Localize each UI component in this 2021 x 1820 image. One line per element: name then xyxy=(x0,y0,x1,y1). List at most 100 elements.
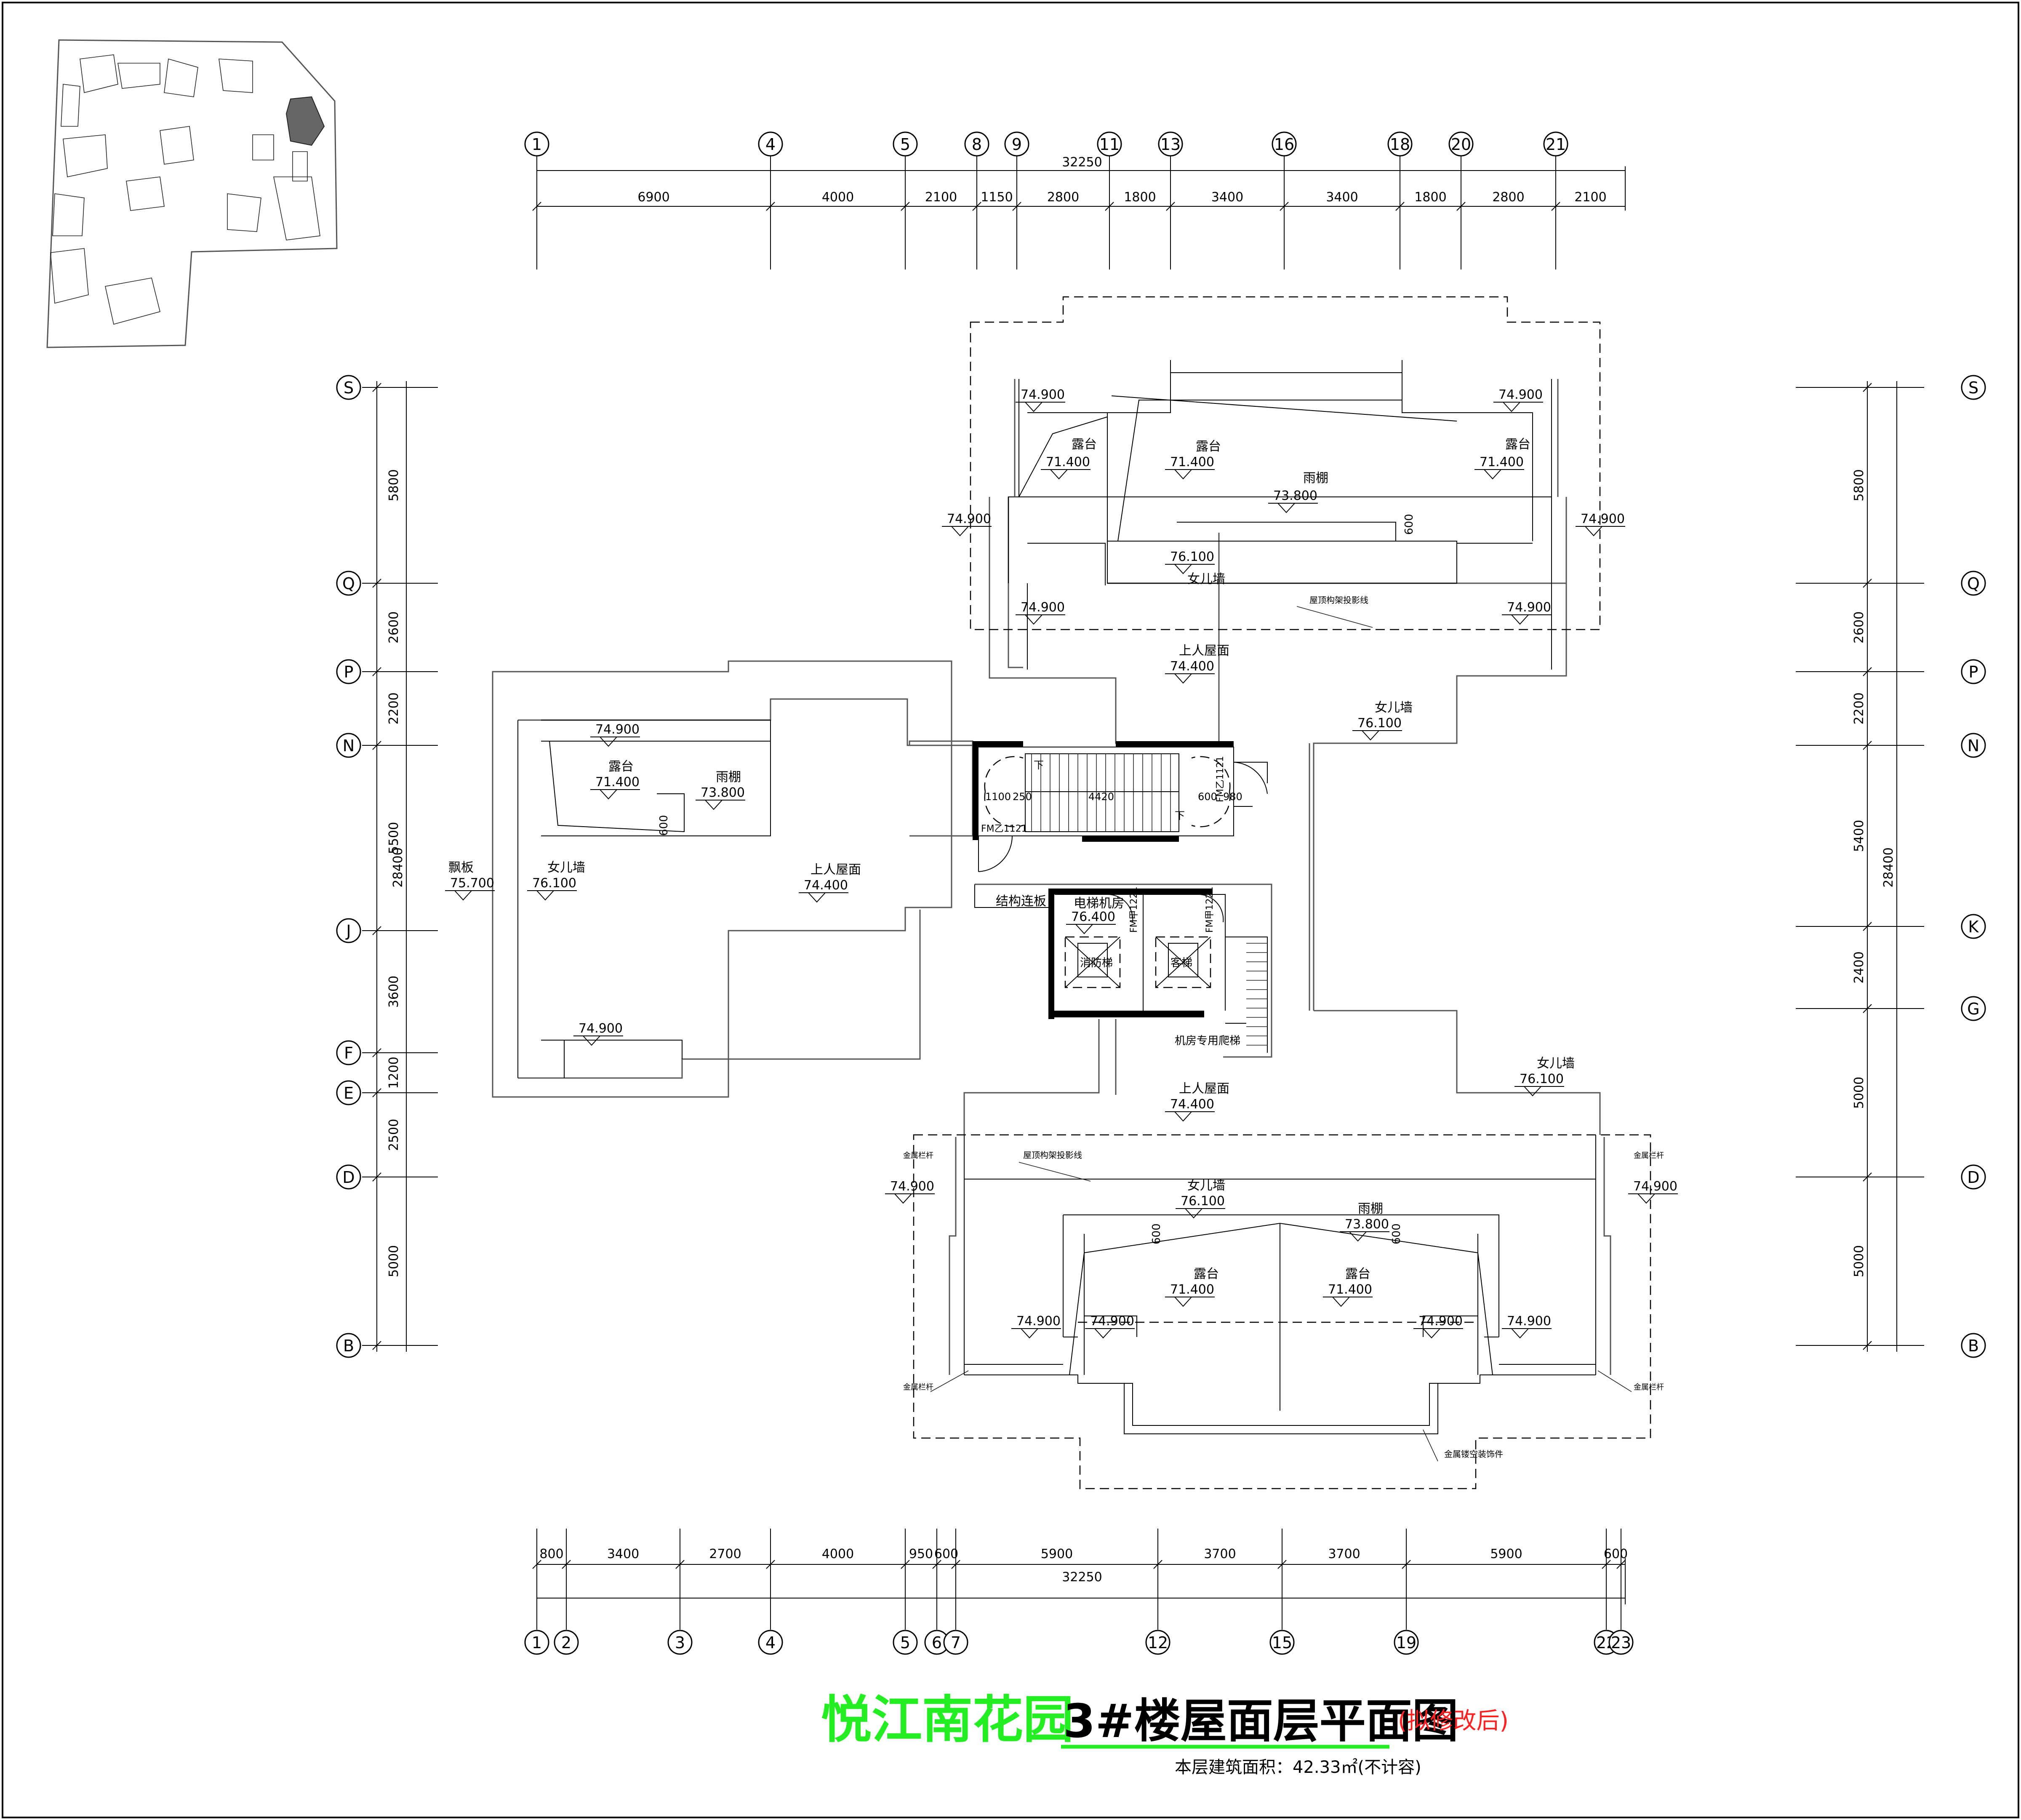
elev-terrace-top-right: 71.400 xyxy=(1474,455,1524,480)
label-deform-top: 屋顶构架投影线 xyxy=(1309,595,1368,605)
top-axis-11: 11 xyxy=(1097,131,1122,157)
title-block: 悦江南花园 3#楼屋面层平面图 (拟修改后) 本层建筑面积：42.33㎡(不计容… xyxy=(821,1691,1509,1777)
elev-roof-top: 74.400 xyxy=(1165,659,1215,684)
label-parapet-right: 女儿墙 xyxy=(1537,1056,1575,1071)
label-metal-screen: 金属镂空装饰件 xyxy=(1444,1449,1503,1459)
elev-top-right: 74.900 xyxy=(1493,387,1543,412)
bottom-total-dim: 32250 xyxy=(1062,1570,1102,1585)
bottom-dim-3: 4000 xyxy=(822,1547,854,1561)
bottom-dim-2: 2700 xyxy=(709,1547,741,1561)
roof-structure-projection xyxy=(913,296,1651,1489)
bottom-dim-7: 3700 xyxy=(1204,1547,1236,1561)
label-roof-bottom: 上人屋面 xyxy=(1179,1081,1229,1096)
elev-terrace-middle: 71.400 xyxy=(590,775,640,800)
label-down-1: 下 xyxy=(1034,759,1044,771)
door-label-2: FM乙1121 xyxy=(1215,756,1226,802)
label-metal-rail-3: 金属栏杆 xyxy=(903,1383,933,1392)
bottom-axis-3-2-label: 3 xyxy=(675,1633,685,1652)
bottom-axis-2-1-label: 2 xyxy=(561,1633,571,1652)
elev-roof-bottom-value: 74.400 xyxy=(1170,1097,1214,1112)
elev-middle-bottom: 74.900 xyxy=(573,1021,623,1046)
right-dim-2: 2200 xyxy=(1852,692,1866,724)
left-axis-E: E xyxy=(336,1080,361,1105)
elev-terrace-bottom-left: 71.400 xyxy=(1165,1282,1215,1307)
elev-parapet-top: 76.100 xyxy=(1165,550,1215,574)
right-total-dim: 28400 xyxy=(1881,847,1896,887)
elev-top-far-left-value: 74.900 xyxy=(947,512,991,526)
top-axis-20: 20 xyxy=(1448,131,1474,157)
left-axis-P: P xyxy=(336,659,361,684)
elev-top-lower-right-value: 74.900 xyxy=(1507,600,1551,615)
bottom-axis-5-4: 5 xyxy=(893,1630,918,1655)
elev-parapet-left-value: 76.100 xyxy=(532,876,576,891)
bottom-axis-15-8-label: 15 xyxy=(1272,1633,1292,1652)
bottom-axis-15-8: 15 xyxy=(1269,1630,1295,1655)
elev-top-lower-left-value: 74.900 xyxy=(1021,600,1065,615)
left-axis-Q-label: Q xyxy=(342,574,355,593)
elev-top-lower-right: 74.900 xyxy=(1502,600,1552,625)
bottom-axis-3-2: 3 xyxy=(667,1630,693,1655)
top-axis-21: 21 xyxy=(1543,131,1568,157)
bottom-axis-1-0-label: 1 xyxy=(532,1633,542,1652)
bottom-axis-19-9: 19 xyxy=(1394,1630,1419,1655)
label-roof-middle: 上人屋面 xyxy=(811,862,861,877)
top-axis-1: 1 xyxy=(524,131,549,157)
left-axis-S: S xyxy=(336,375,361,400)
elev-bottom-left-2-value: 74.900 xyxy=(1090,1314,1134,1329)
label-terrace-top-mid: 露台 xyxy=(1196,439,1221,454)
elev-canopy-top-value: 73.800 xyxy=(1273,488,1317,503)
elev-top-right-value: 74.900 xyxy=(1498,387,1543,402)
top-dim-3: 1150 xyxy=(981,190,1013,205)
top-axis-16-label: 16 xyxy=(1274,135,1294,154)
elev-parapet-top-value: 76.100 xyxy=(1170,550,1214,564)
label-canopy-bottom: 雨棚 xyxy=(1358,1201,1383,1216)
top-dim-6: 3400 xyxy=(1211,190,1243,205)
label-parapet-mid: 女儿墙 xyxy=(1375,700,1413,715)
label-deform-bottom: 屋顶构架投影线 xyxy=(1023,1150,1082,1160)
elev-terrace-bottom-left-value: 71.400 xyxy=(1170,1282,1214,1297)
top-axis-9: 9 xyxy=(1004,131,1029,157)
bottom-dim-1: 3400 xyxy=(607,1547,639,1561)
elev-roof-middle-value: 74.400 xyxy=(804,878,848,893)
bottom-dim-8: 3700 xyxy=(1328,1547,1360,1561)
top-dim-7: 3400 xyxy=(1326,190,1358,205)
top-axis-5-label: 5 xyxy=(900,135,910,154)
bottom-axis-1-0: 1 xyxy=(524,1630,549,1655)
left-axis-D: D xyxy=(336,1164,361,1190)
right-axis-D-label: D xyxy=(1967,1168,1979,1187)
elev-bottom-right-2-value: 74.900 xyxy=(1507,1314,1551,1329)
bottom-axis-2-1: 2 xyxy=(554,1630,579,1655)
label-eave: 飘板 xyxy=(448,860,474,875)
elev-terrace-top-mid-value: 71.400 xyxy=(1170,455,1214,470)
label-down-2: 下 xyxy=(1175,810,1185,822)
right-axis-D: D xyxy=(1961,1164,1986,1190)
bottom-axis-12-7: 12 xyxy=(1145,1630,1170,1655)
left-axis-F-label: F xyxy=(344,1044,353,1062)
bottom-dim-0: 800 xyxy=(539,1547,563,1561)
bottom-axis-19-9-label: 19 xyxy=(1396,1633,1416,1652)
elev-parapet-bottom-value: 76.100 xyxy=(1181,1194,1225,1209)
left-dim-6: 2500 xyxy=(387,1119,401,1151)
top-axis-4-label: 4 xyxy=(765,135,776,154)
dim-600-top: 600 xyxy=(1403,514,1416,535)
left-axis-S-label: S xyxy=(344,379,354,397)
elev-parapet-right-value: 76.100 xyxy=(1520,1072,1564,1086)
label-terrace-top-left: 露台 xyxy=(1072,437,1097,452)
top-axis-9-label: 9 xyxy=(1012,135,1022,154)
left-dim-7: 5000 xyxy=(387,1245,401,1277)
top-axis-8: 8 xyxy=(964,131,989,157)
label-terrace-middle: 露台 xyxy=(608,759,634,774)
elev-bottom-right-2: 74.900 xyxy=(1502,1314,1552,1339)
label-parapet-top: 女儿墙 xyxy=(1187,572,1225,587)
elev-bottom-right-1-value: 74.900 xyxy=(1418,1314,1463,1329)
left-axis-J: J xyxy=(336,918,361,943)
elev-bottom-left-2: 74.900 xyxy=(1085,1314,1135,1339)
left-axis-B-label: B xyxy=(343,1337,354,1355)
elev-terrace-top-mid: 71.400 xyxy=(1165,455,1215,480)
right-axis-S: S xyxy=(1961,375,1986,400)
bottom-axis-7-6-label: 7 xyxy=(951,1633,961,1652)
elev-top-far-left: 74.900 xyxy=(942,512,992,536)
